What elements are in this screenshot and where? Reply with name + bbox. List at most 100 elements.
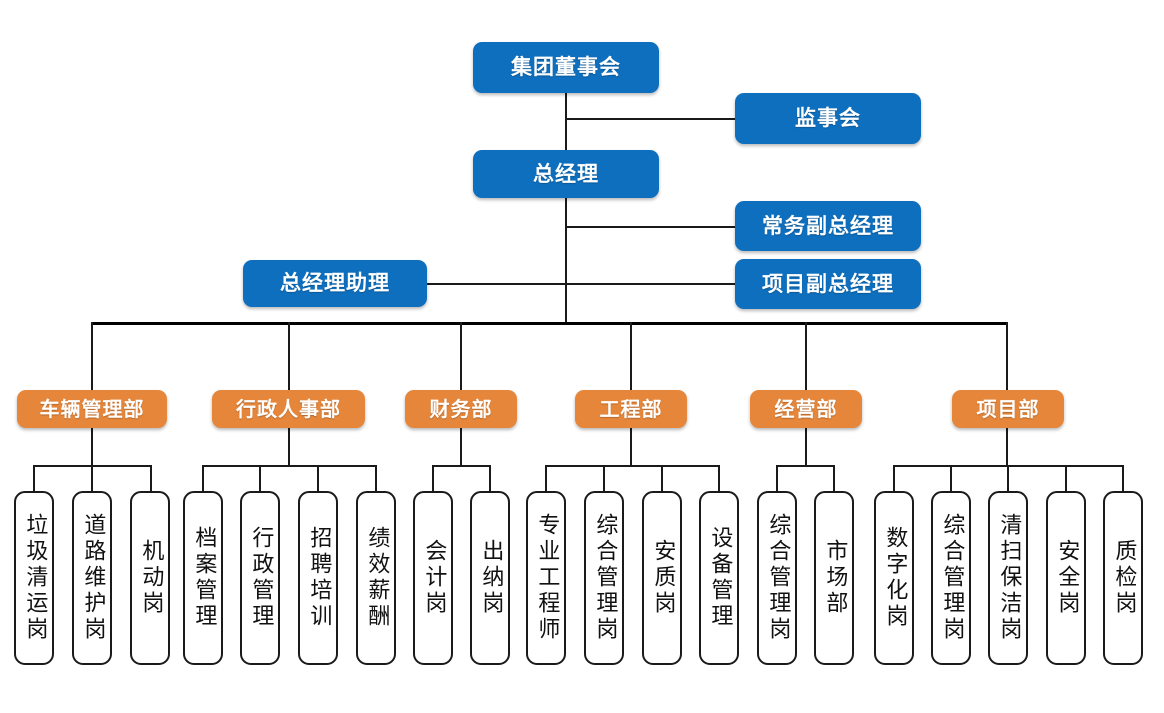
node-gm-assistant-label: 总经理助理: [280, 271, 390, 295]
leaf-position-box[interactable]: 道路维护岗: [72, 491, 112, 665]
leaf-position-label: 安全岗: [1054, 539, 1080, 617]
leaf-position-box[interactable]: 质检岗: [1103, 491, 1143, 665]
leaf-position-label: 市场部: [822, 539, 848, 617]
connector-gm-assistant: [427, 283, 567, 285]
node-department-label: 经营部: [774, 397, 838, 421]
connector-dept3-drop-1: [432, 465, 434, 491]
leaf-position-label: 设备管理: [707, 526, 733, 630]
node-supervisory-board-label: 监事会: [795, 106, 861, 130]
leaf-position-label: 数字化岗: [882, 526, 908, 630]
node-department-finance[interactable]: 财务部: [405, 390, 517, 428]
connector-project-vice-gm: [565, 283, 735, 285]
leaf-position-label: 清扫保洁岗: [996, 513, 1022, 643]
leaf-position-label: 综合管理岗: [939, 513, 965, 643]
leaf-position-box[interactable]: 综合管理岗: [757, 491, 797, 665]
node-department-label: 工程部: [599, 397, 663, 421]
connector-dept3-bus: [432, 465, 490, 467]
node-board-label: 集团董事会: [511, 55, 621, 79]
node-general-manager[interactable]: 总经理: [473, 150, 659, 198]
node-department-label: 财务部: [429, 397, 493, 421]
node-exec-vice-gm[interactable]: 常务副总经理: [735, 201, 921, 251]
department-bus: [91, 322, 1007, 325]
leaf-position-box[interactable]: 招聘培训: [298, 491, 338, 665]
connector-dept6-down: [1006, 426, 1008, 466]
connector-drop-dept-3: [460, 322, 462, 390]
node-department-admin-hr[interactable]: 行政人事部: [212, 390, 365, 428]
node-department-label: 车辆管理部: [39, 397, 145, 421]
connector-gm-down: [565, 196, 567, 323]
leaf-position-box[interactable]: 专业工程师: [526, 491, 566, 665]
leaf-position-box[interactable]: 综合管理岗: [931, 491, 971, 665]
connector-dept6-drop-2: [950, 465, 952, 491]
connector-dept6-drop-1: [893, 465, 895, 491]
leaf-position-box[interactable]: 市场部: [814, 491, 854, 665]
node-project-vice-gm-label: 项目副总经理: [762, 271, 894, 296]
connector-dept2-drop-4: [375, 465, 377, 491]
connector-dept5-drop-1: [776, 465, 778, 491]
leaf-position-label: 专业工程师: [534, 513, 560, 643]
connector-dept2-drop-3: [317, 465, 319, 491]
leaf-position-label: 安质岗: [650, 539, 676, 617]
connector-dept2-bus: [202, 465, 376, 467]
leaf-position-box[interactable]: 安全岗: [1046, 491, 1086, 665]
leaf-position-label: 垃圾清运岗: [22, 513, 48, 643]
leaf-position-box[interactable]: 清扫保洁岗: [988, 491, 1028, 665]
connector-dept3-drop-2: [489, 465, 491, 491]
connector-dept2-drop-2: [259, 465, 261, 491]
leaf-position-box[interactable]: 机动岗: [130, 491, 170, 665]
leaf-position-label: 招聘培训: [306, 526, 332, 630]
connector-dept1-drop-1: [33, 465, 35, 491]
leaf-position-box[interactable]: 会计岗: [413, 491, 453, 665]
node-supervisory-board[interactable]: 监事会: [735, 93, 921, 144]
node-gm-assistant[interactable]: 总经理助理: [243, 260, 427, 307]
leaf-position-box[interactable]: 绩效薪酬: [356, 491, 396, 665]
leaf-position-box[interactable]: 垃圾清运岗: [14, 491, 54, 665]
leaf-position-box[interactable]: 行政管理: [240, 491, 280, 665]
leaf-position-box[interactable]: 档案管理: [183, 491, 223, 665]
leaf-position-label: 机动岗: [138, 539, 164, 617]
connector-dept3-down: [460, 426, 462, 466]
node-general-manager-label: 总经理: [533, 161, 599, 186]
connector-board-down: [565, 92, 567, 153]
node-department-project[interactable]: 项目部: [952, 390, 1064, 428]
connector-dept4-bus: [545, 465, 719, 467]
leaf-position-label: 道路维护岗: [80, 513, 106, 643]
connector-dept1-drop-3: [150, 465, 152, 491]
connector-dept1-down: [91, 426, 93, 466]
connector-dept6-drop-3: [1007, 465, 1009, 491]
connector-dept5-bus: [776, 465, 834, 467]
node-department-engineering[interactable]: 工程部: [575, 390, 687, 428]
node-exec-vice-gm-label: 常务副总经理: [762, 213, 894, 238]
leaf-position-label: 质检岗: [1111, 539, 1137, 617]
connector-exec-vice-gm: [565, 226, 735, 228]
node-department-label: 行政人事部: [236, 397, 341, 421]
leaf-position-label: 综合管理岗: [765, 513, 791, 643]
node-board[interactable]: 集团董事会: [473, 42, 659, 93]
connector-dept4-down: [630, 426, 632, 466]
node-project-vice-gm[interactable]: 项目副总经理: [735, 259, 921, 309]
connector-dept4-drop-4: [718, 465, 720, 491]
connector-dept2-down: [288, 426, 290, 466]
leaf-position-box[interactable]: 出纳岗: [470, 491, 510, 665]
leaf-position-label: 绩效薪酬: [364, 526, 390, 630]
connector-dept2-drop-1: [202, 465, 204, 491]
connector-dept5-drop-2: [833, 465, 835, 491]
leaf-position-box[interactable]: 安质岗: [642, 491, 682, 665]
connector-dept4-drop-1: [545, 465, 547, 491]
connector-dept4-drop-2: [603, 465, 605, 491]
connector-supervisory: [565, 118, 735, 120]
node-department-operations[interactable]: 经营部: [750, 390, 862, 428]
connector-dept1-drop-2: [91, 465, 93, 491]
connector-drop-dept-6: [1006, 322, 1008, 390]
connector-drop-dept-5: [805, 322, 807, 390]
leaf-position-label: 综合管理岗: [592, 513, 618, 643]
connector-drop-dept-1: [91, 322, 93, 390]
node-department-vehicle-management[interactable]: 车辆管理部: [17, 390, 167, 428]
leaf-position-box[interactable]: 数字化岗: [874, 491, 914, 665]
leaf-position-box[interactable]: 设备管理: [699, 491, 739, 665]
leaf-position-box[interactable]: 综合管理岗: [584, 491, 624, 665]
node-department-label: 项目部: [976, 397, 1040, 421]
leaf-position-label: 行政管理: [248, 526, 274, 630]
connector-dept6-drop-5: [1122, 465, 1124, 491]
